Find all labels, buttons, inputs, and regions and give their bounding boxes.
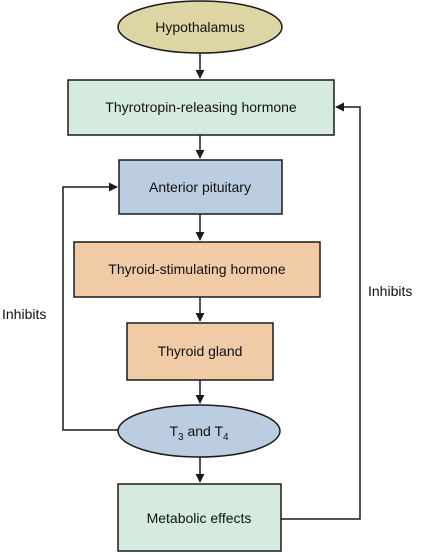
metabolic-effects-label: Metabolic effects xyxy=(147,510,252,526)
tsh-node xyxy=(73,241,321,298)
trh-node xyxy=(67,79,335,136)
thyroid-gland-node xyxy=(126,322,274,381)
metabolic-effects-node xyxy=(117,483,282,552)
t3-t4-node xyxy=(117,404,281,458)
thyroid-gland-label: Thyroid gland xyxy=(158,343,243,359)
feedback-arrow-metabolic-to-trh xyxy=(281,102,361,520)
inhibits-right-label: Inhibits xyxy=(368,283,412,299)
t3-t4-label: T3 and T4 xyxy=(169,423,229,443)
hypothalamus-label: Hypothalamus xyxy=(155,19,245,35)
feedback-arrow-t3t4-to-pituitary xyxy=(62,182,118,431)
anterior-pituitary-label: Anterior pituitary xyxy=(149,179,251,195)
trh-label: Thyrotropin-releasing hormone xyxy=(105,99,297,115)
tsh-label: Thyroid-stimulating hormone xyxy=(108,261,286,277)
inhibits-left-label: Inhibits xyxy=(2,306,46,322)
